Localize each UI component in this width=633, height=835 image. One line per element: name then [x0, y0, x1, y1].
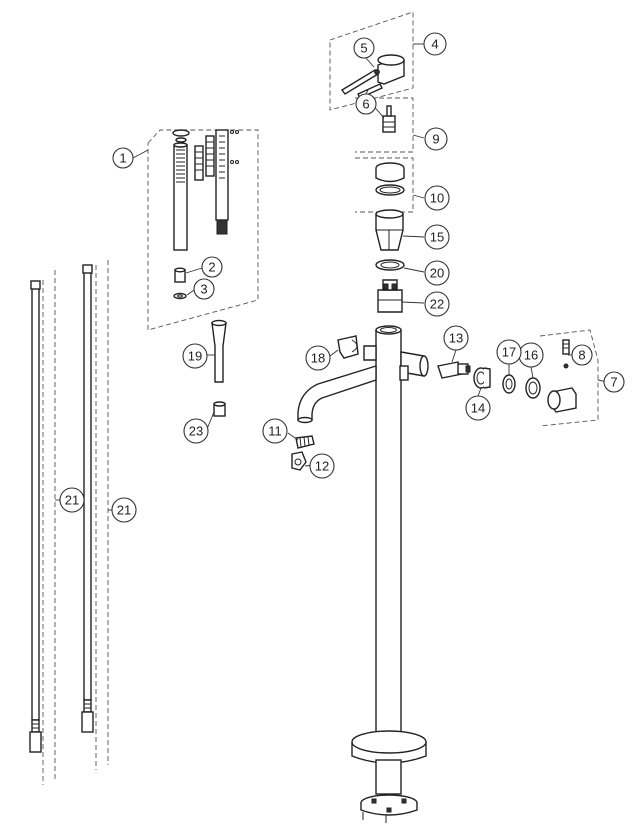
part-spout	[297, 365, 377, 424]
callout-21-right-text: 21	[117, 503, 131, 518]
callout-15-text: 15	[430, 230, 444, 245]
part-ring-16	[525, 377, 541, 399]
callout-2-text: 2	[208, 260, 215, 275]
part-main-column	[375, 325, 402, 743]
part-hose-holder-18	[337, 335, 359, 359]
callout-22: 22	[424, 291, 450, 317]
callout-19-text: 19	[188, 349, 202, 364]
callout-4-text: 4	[431, 37, 438, 52]
callout-5-text: 5	[360, 41, 367, 56]
part-floor-flange	[351, 730, 427, 795]
callout-15: 15	[424, 224, 450, 250]
part-side-outlet	[399, 351, 429, 381]
callout-20-text: 20	[430, 266, 444, 281]
part-swivel-12	[291, 451, 307, 471]
part-nut-14	[473, 367, 491, 389]
callout-17-text: 17	[502, 345, 516, 360]
part-valve-core-22	[377, 279, 403, 313]
part-handshower-cap	[172, 129, 190, 143]
group-box-valve-7	[539, 329, 599, 427]
part-diverter-13	[437, 361, 471, 379]
callout-12: 12	[309, 453, 335, 479]
callout-4: 4	[423, 32, 447, 56]
callout-17: 17	[496, 339, 522, 365]
callout-19: 19	[182, 343, 208, 369]
part-nut-2	[174, 267, 186, 283]
part-handshower-handle	[215, 129, 239, 235]
group-box-cartridge-9	[355, 97, 414, 153]
part-washer-20	[375, 259, 405, 271]
callout-7-text: 7	[610, 375, 617, 390]
part-spray-insert	[194, 135, 215, 181]
callout-3-text: 3	[200, 282, 207, 297]
callout-21-right: 21	[111, 497, 137, 523]
callout-11-text: 11	[268, 424, 282, 439]
callout-23: 23	[183, 418, 209, 444]
callout-16-text: 16	[524, 348, 538, 363]
callout-9: 9	[424, 127, 448, 151]
leader-lines	[55, 43, 608, 511]
callout-6: 6	[355, 93, 377, 115]
callout-14-text: 14	[471, 401, 485, 416]
callout-11: 11	[262, 418, 288, 444]
callout-22-text: 22	[430, 297, 444, 312]
callout-16: 16	[518, 342, 544, 368]
part-mounting-plate	[360, 794, 418, 823]
part-hose-left	[29, 280, 42, 753]
callout-1: 1	[112, 147, 134, 169]
part-handle-cap	[377, 54, 405, 85]
callout-8: 8	[571, 344, 593, 366]
group-box-handshower-1	[147, 129, 259, 331]
callout-21-left-text: 21	[65, 493, 79, 508]
callout-3: 3	[193, 278, 215, 300]
callout-23-text: 23	[189, 424, 203, 439]
callout-1-text: 1	[119, 151, 126, 166]
part-screw-8	[562, 339, 570, 369]
callout-7: 7	[603, 371, 625, 393]
part-ring-17	[502, 374, 516, 394]
group-box-handle-4	[329, 11, 414, 111]
part-washer-3	[173, 292, 187, 300]
callout-14: 14	[465, 395, 491, 421]
part-aerator	[375, 162, 405, 196]
callout-18-text: 18	[311, 351, 325, 366]
part-hose-connector-19	[211, 319, 227, 383]
group-box-hoses-21	[42, 260, 109, 785]
callout-10: 10	[424, 185, 450, 211]
callout-5: 5	[353, 37, 375, 59]
part-valve-handle-7	[547, 387, 577, 413]
callout-18: 18	[305, 345, 331, 371]
callout-8-text: 8	[578, 348, 585, 363]
part-handshower-body	[173, 142, 188, 251]
part-aerator-11	[295, 435, 315, 449]
callout-9-text: 9	[432, 132, 439, 147]
part-side-connector	[363, 345, 377, 361]
callout-12-text: 12	[315, 459, 329, 474]
part-nut-23	[213, 401, 226, 417]
part-hex-nut-15	[375, 209, 404, 251]
callout-13-text: 13	[449, 331, 463, 346]
callout-2: 2	[201, 256, 223, 278]
callout-21-left: 21	[59, 487, 85, 513]
callout-20: 20	[424, 260, 450, 286]
part-hose-right	[81, 264, 94, 733]
part-lever-pin	[340, 69, 380, 95]
part-cartridge-spindle	[382, 105, 396, 133]
callout-10-text: 10	[430, 191, 444, 206]
callout-6-text: 6	[362, 97, 369, 112]
callout-13: 13	[443, 325, 469, 351]
